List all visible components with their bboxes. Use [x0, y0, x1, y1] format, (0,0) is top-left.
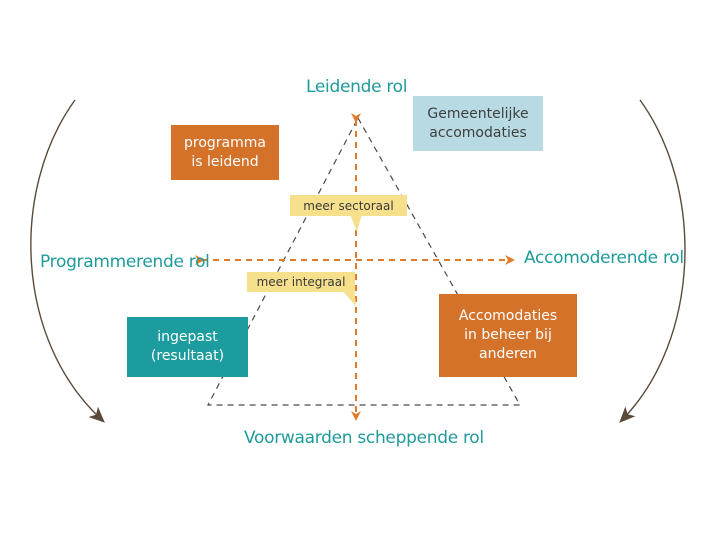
callout-meer-sectoraal: meer sectoraal [290, 195, 407, 216]
box-line: programma [184, 134, 266, 151]
box-line: is leidend [191, 153, 259, 170]
callout-tail-integraal [340, 288, 356, 306]
box-gemeentelijke-accomodaties: Gemeentelijke accomodaties [413, 96, 543, 151]
right-curved-arrow [619, 99, 686, 423]
box-line: Accomodaties [458, 308, 558, 324]
axis-label-left: Programmerende rol [40, 252, 210, 272]
box-ingepast-resultaat: ingepast (resultaat) [127, 317, 248, 377]
axis-label-bottom: Voorwaarden scheppende rol [244, 428, 484, 448]
callout-tail-sectoraal [350, 214, 362, 232]
box-line: (resultaat) [150, 348, 225, 364]
box-line: accomodaties [429, 124, 527, 141]
left-curved-arrow [30, 99, 105, 423]
callout-meer-integraal: meer integraal [247, 272, 355, 292]
box-programma-is-leidend: programma is leidend [171, 125, 279, 180]
axis-label-top: Leidende rol [306, 77, 408, 97]
box-accomodaties-in-beheer: Accomodaties in beheer bij anderen [439, 294, 577, 377]
box-line: ingepast [157, 329, 218, 345]
box-line: anderen [479, 346, 537, 362]
box-line: in beheer bij [464, 327, 552, 343]
axis-label-right: Accomoderende rol [524, 248, 684, 268]
box-line: Gemeentelijke [427, 105, 529, 122]
